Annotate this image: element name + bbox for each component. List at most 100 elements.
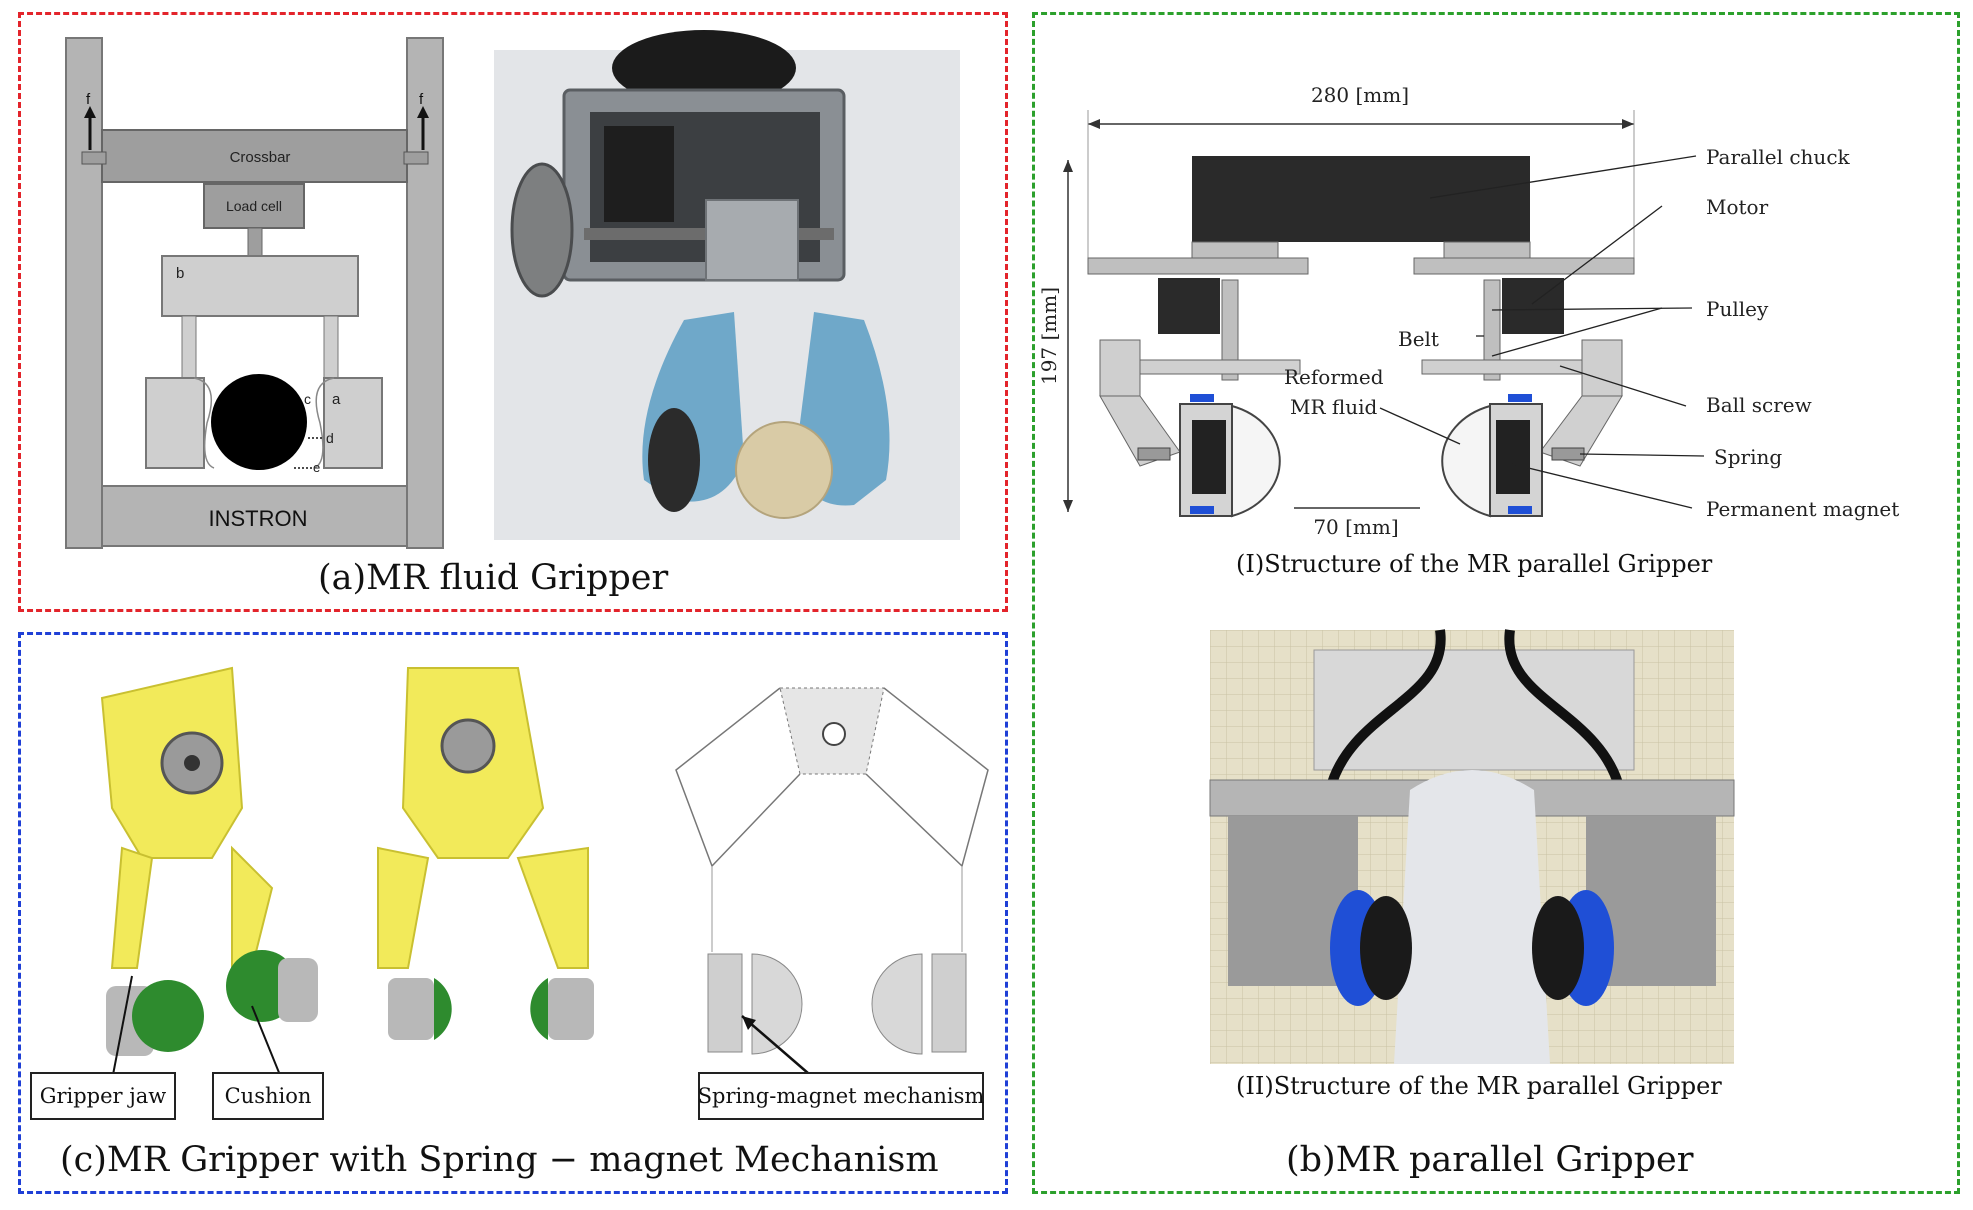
panel-c-caption: (c)MR Gripper with Spring − magnet Mecha… (60, 1140, 939, 1180)
mr-fluid-right (313, 377, 335, 469)
jaw-rod-left (181, 315, 197, 379)
stepper-motor (604, 126, 674, 222)
pad-right (1532, 896, 1584, 1000)
panel-b-frame (1032, 12, 1960, 1194)
panel-b-sub1-caption: (I)Structure of the MR parallel Gripper (1236, 550, 1713, 578)
panel-b-caption: (b)MR parallel Gripper (1286, 1140, 1694, 1180)
jaw-right (323, 377, 383, 469)
pivot-center (822, 722, 846, 746)
dim-height-label: 197 [mm] (1037, 287, 1061, 385)
crossbar-tab-right (403, 151, 429, 165)
leader-motor (1531, 205, 1663, 305)
load-cell-stem (247, 227, 263, 257)
crossbar (101, 129, 408, 183)
label-e: e (313, 460, 320, 475)
crossbar-label: Crossbar (230, 149, 291, 166)
dim-width-arrow-r (1622, 119, 1634, 129)
cables (1325, 629, 1625, 792)
jaw-rod-right (323, 315, 339, 379)
leader-mr-fluid (1379, 407, 1461, 445)
block-b-label: b (176, 265, 184, 282)
block-b (161, 255, 359, 317)
grasped-ball (735, 421, 833, 519)
force-label-right: f (419, 91, 424, 108)
callout-parallel-chuck: Parallel chuck (1706, 145, 1851, 169)
jaw-cylinder-l2 (388, 978, 434, 1040)
chuck-foot-r (1443, 241, 1531, 259)
permanent-magnet-left (1192, 420, 1226, 494)
timing-pulley (510, 162, 574, 298)
cushion-label: Cushion (212, 1072, 324, 1120)
dim-height-arrow-t (1063, 160, 1073, 172)
right-pillar (406, 37, 444, 549)
linkage-schematic (675, 687, 989, 1081)
callout-belt: Belt (1398, 327, 1439, 351)
left-dome (751, 953, 803, 1055)
linkage-left (110, 846, 154, 969)
leader-spring (1579, 453, 1705, 457)
chuck-foot-l (1191, 241, 1279, 259)
cushion-l2 (434, 978, 452, 1040)
callout-pulley: Pulley (1706, 297, 1769, 321)
force-arrowhead-left (84, 106, 96, 118)
callout-reformed: Reformed (1284, 365, 1384, 389)
cushion-left (132, 980, 204, 1052)
dim-width-label: 280 [mm] (1311, 83, 1409, 107)
right-block (931, 953, 967, 1053)
callout-ball-screw: Ball screw (1706, 393, 1812, 417)
force-label-left: f (86, 91, 91, 108)
dim-height-arrow-b (1063, 500, 1073, 512)
right-chain (865, 687, 989, 868)
left-pillar (65, 37, 103, 549)
magnet-cap-r-top (1508, 394, 1532, 402)
permanent-magnet-right (1496, 420, 1530, 494)
panel-b-sub2-caption: (II)Structure of the MR parallel Gripper (1236, 1072, 1722, 1100)
magnet-cap-r-bot (1508, 506, 1532, 514)
leader-ball-screw (1559, 365, 1687, 407)
instron-label: INSTRON (209, 506, 308, 531)
load-cell (203, 183, 305, 229)
panel-a-frame (18, 12, 1008, 612)
spring-left (1137, 447, 1171, 461)
dim-width-arrow-l (1088, 119, 1100, 129)
spring-magnet-label: Spring-magnet mechanism (698, 1072, 984, 1120)
mount-cap (612, 30, 796, 106)
crossbar-tab-left (81, 151, 107, 165)
gripper-jaw-label: Gripper jaw (30, 1072, 176, 1120)
panel-a-caption: (a)MR fluid Gripper (318, 558, 669, 598)
load-cell-label: Load cell (226, 198, 282, 214)
white-object (1394, 770, 1550, 1064)
arm-right-front (516, 846, 589, 969)
jaw-cylinder-right (278, 958, 318, 1022)
leader-parallel-chuck (1429, 155, 1697, 199)
mount-plate-l (1087, 257, 1309, 275)
mr-parallel-gripper-photo (1209, 629, 1735, 1064)
magnet-cap-l-top (1190, 394, 1214, 402)
instron-base (101, 485, 408, 547)
leader-pulley-2 (1491, 307, 1663, 357)
pointer-cushion (251, 1005, 283, 1081)
test-sphere (211, 374, 307, 470)
cushion-r2 (530, 978, 548, 1040)
spring-right (1551, 447, 1585, 461)
mount-plate-r (1413, 257, 1635, 275)
yellow-gripper-3d-front (377, 667, 594, 1040)
slider-right (1581, 339, 1623, 397)
motor-left (1158, 278, 1220, 334)
yellow-gripper-3d-angled (100, 666, 318, 1081)
pointer-gripper-jaw (111, 975, 133, 1081)
mr-fluid-pad-right (1441, 404, 1491, 518)
left-chain (675, 687, 801, 868)
panel-c-frame (18, 632, 1008, 1194)
mr-parallel-gripper-drawing: 280 [mm] 197 [mm] 70 [mm] Parallel chuck… (1037, 83, 1899, 539)
magnet-cap-l-bot (1190, 506, 1214, 514)
parallel-chuck (1192, 156, 1530, 242)
pad-left (1360, 896, 1412, 1000)
left-block (707, 953, 743, 1053)
chuck-block (1313, 649, 1635, 771)
jaw-left (145, 377, 205, 469)
label-c: c (304, 391, 311, 407)
gear-icon-front (440, 718, 496, 774)
mr-fluid-pad-left (1231, 404, 1281, 518)
mr-fluid-gripper-photo (494, 30, 960, 540)
